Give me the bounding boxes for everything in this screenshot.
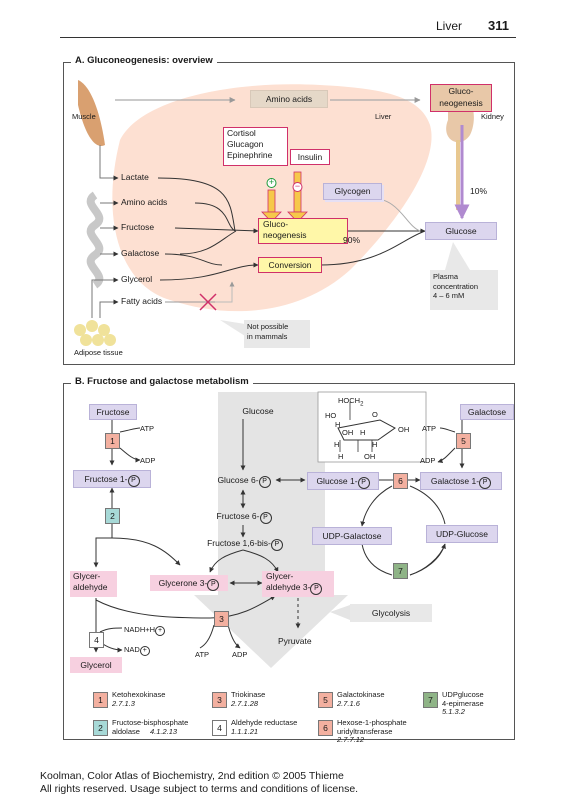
struct-oh3: OH xyxy=(364,452,376,461)
insulin-box: Insulin xyxy=(290,149,330,165)
adipose-label: Adipose tissue xyxy=(74,348,123,357)
section-title: Liver xyxy=(436,19,463,33)
glucose-label-b: Glucose xyxy=(242,406,274,416)
atp-label-3: ATP xyxy=(195,650,210,659)
struct-hoch2: HOCH2 xyxy=(338,396,364,408)
struct-h3: H xyxy=(372,440,378,449)
adipose-icon xyxy=(74,320,116,346)
legend-badge-7: 7 xyxy=(423,692,438,708)
glycerone-3p-box: Glycerone 3-P xyxy=(150,575,228,591)
glyceraldehyde-box: Glycer- aldehyde xyxy=(70,571,117,597)
footer-line-1: Koolman, Color Atlas of Biochemistry, 2n… xyxy=(40,770,344,782)
glycolysis-arrow xyxy=(194,392,348,668)
header-rule xyxy=(60,37,516,38)
struct-h4: H xyxy=(334,440,340,449)
glycogen-box: Glycogen xyxy=(323,183,382,200)
ureter xyxy=(456,140,460,210)
page-number: 311 xyxy=(488,18,509,33)
glucose-box: Glucose xyxy=(425,222,497,240)
fructose-1p-box: Fructose 1-P xyxy=(73,470,151,488)
glucose-1p-box: Glucose 1-P xyxy=(307,472,379,490)
pct-10-label: 10% xyxy=(470,186,488,196)
legend-badge-5: 5 xyxy=(318,692,333,708)
adp-label-1: ADP xyxy=(140,456,156,465)
plus-sign: + xyxy=(268,177,275,187)
not-possible-note: Not possible in mammals xyxy=(244,320,310,348)
struct-o: O xyxy=(372,410,378,419)
amino-acids-box: Amino acids xyxy=(250,90,328,108)
footer-line-2: All rights reserved. Usage subject to te… xyxy=(40,783,359,795)
galactose-1p-box: Galactose 1-P xyxy=(420,472,502,490)
enzyme-badge-7: 7 xyxy=(393,563,408,579)
enzyme-badge-2: 2 xyxy=(105,508,120,524)
pct-90-label: 90% xyxy=(343,235,361,245)
fructose-label: Fructose xyxy=(121,222,155,232)
panel-b-title: B. Fructose and galactose metabolism xyxy=(71,376,253,387)
fructose-6p-label: Fructose 6-P xyxy=(208,509,280,524)
pyruvate-label: Pyruvate xyxy=(278,636,312,646)
galactose-label: Galactose xyxy=(121,248,160,258)
legend-badge-3: 3 xyxy=(212,692,227,708)
muscle-icon xyxy=(78,80,105,146)
adp-label-5: ADP xyxy=(420,456,436,465)
enzyme-badge-6: 6 xyxy=(393,473,408,489)
conversion-box: Conversion xyxy=(258,257,322,273)
struct-ho: HO xyxy=(325,411,337,420)
enzyme-badge-5: 5 xyxy=(456,433,471,449)
adp-label-3: ADP xyxy=(232,650,248,659)
liver-label: Liver xyxy=(375,112,392,121)
legend-badge-2: 2 xyxy=(93,720,108,736)
galactose-box: Galactose xyxy=(460,404,514,420)
enzyme-badge-4: 4 xyxy=(89,632,104,648)
liver-gluconeogenesis-box: Gluco- neogenesis xyxy=(258,218,348,244)
fructose-16bp-label: Fructose 1,6-bis-P xyxy=(198,536,292,551)
plasma-note: Plasma concentration 4 – 6 mM xyxy=(430,270,498,310)
glycerol-label: Glycerol xyxy=(121,274,153,284)
glycerol-box: Glycerol xyxy=(70,657,122,673)
fatty-acids-label: Fatty acids xyxy=(121,296,163,306)
enzyme-badge-3: 3 xyxy=(214,611,229,627)
glyceraldehyde-3p-box: Glycer- aldehyde 3-P xyxy=(262,571,334,597)
struct-h2: H xyxy=(360,428,366,437)
blocked-x-icon xyxy=(199,293,217,311)
glycolysis-label: Glycolysis xyxy=(350,604,432,622)
glucose-6p-label: Glucose 6-P xyxy=(208,473,280,488)
nad-label: NAD+ xyxy=(124,645,150,656)
fructose-box: Fructose xyxy=(89,404,137,420)
enzyme-badge-1: 1 xyxy=(105,433,120,449)
atp-label-1: ATP xyxy=(140,424,155,433)
struct-h5: H xyxy=(338,452,344,461)
nadh-label: NADH+H+ xyxy=(124,625,166,636)
legend-badge-6: 6 xyxy=(318,720,333,736)
udp-galactose-box: UDP-Galactose xyxy=(312,527,392,545)
atp-label-5: ATP xyxy=(422,424,437,433)
hormones-box: Cortisol Glucagon Epinephrine xyxy=(223,127,288,166)
struct-h1: H xyxy=(335,420,341,429)
amino-acids-label: Amino acids xyxy=(121,197,168,207)
intestine-icon xyxy=(86,191,104,289)
muscle-label: Muscle xyxy=(72,112,96,121)
panel-a-title: A. Gluconeogenesis: overview xyxy=(71,55,217,66)
minus-sign: − xyxy=(294,181,301,191)
lactate-label: Lactate xyxy=(121,172,149,182)
struct-oh1: OH xyxy=(398,425,410,434)
struct-oh2: OH xyxy=(342,428,354,437)
legend-badge-1: 1 xyxy=(93,692,108,708)
kidney-gluconeogenesis-box: Gluco- neogenesis xyxy=(430,84,492,112)
udp-glucose-box: UDP-Glucose xyxy=(426,525,498,543)
legend-badge-4: 4 xyxy=(212,720,227,736)
kidney-label: Kidney xyxy=(481,112,504,121)
